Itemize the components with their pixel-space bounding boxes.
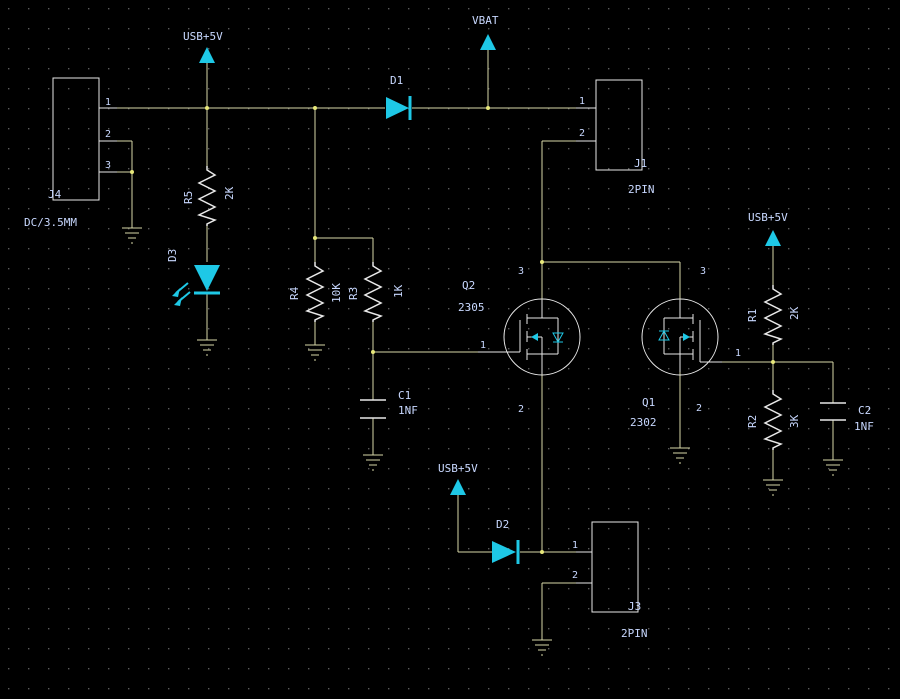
resistor-r4[interactable]: R4 10K	[288, 262, 343, 322]
value-label: 3K	[788, 414, 801, 428]
connector-body	[595, 79, 643, 171]
ground-icon	[823, 459, 843, 476]
wires	[117, 50, 834, 640]
ref-label: R3	[347, 287, 360, 300]
resistor-icon	[763, 285, 783, 345]
value-label: 2302	[630, 416, 657, 429]
power-port-usb-right: USB+5V	[748, 211, 788, 246]
pin-number: 1	[105, 97, 111, 108]
capacitor-c2[interactable]: C2 1NF	[820, 402, 874, 433]
ground-icon	[532, 639, 552, 656]
ground-icon	[363, 454, 383, 471]
connector-j1[interactable]: 1 2 J1 2PIN	[576, 79, 655, 196]
pin-number: 1	[579, 96, 585, 107]
ref-label: Q1	[642, 396, 655, 409]
value-label: 2PIN	[621, 627, 648, 640]
pin-number: 1	[480, 340, 486, 351]
ground-symbols	[122, 227, 843, 656]
ref-label: D1	[390, 74, 403, 87]
pin-number: 1	[572, 540, 578, 551]
value-label: 1NF	[854, 420, 874, 433]
resistor-icon	[763, 390, 783, 450]
ref-label: R1	[746, 309, 759, 322]
ref-label: J3	[628, 600, 641, 613]
value-label: 2K	[788, 306, 801, 320]
ref-label: R4	[288, 286, 301, 300]
ref-label: R2	[746, 415, 759, 428]
junctions	[130, 106, 775, 554]
connector-body	[52, 77, 100, 201]
connector-j3[interactable]: 1 2 J3 2PIN	[572, 521, 648, 640]
pin-number: 3	[105, 160, 111, 171]
resistor-icon	[197, 166, 217, 226]
diode-d1[interactable]: D1	[386, 74, 412, 120]
ground-icon	[670, 447, 690, 464]
connector-body	[591, 521, 639, 613]
resistor-icon	[363, 262, 383, 322]
ref-label: J1	[634, 157, 647, 170]
ref-label: R5	[182, 191, 195, 204]
ref-label: J4	[48, 188, 62, 201]
ref-label: C1	[398, 389, 411, 402]
pin-number: 2	[518, 404, 524, 415]
diode-d2[interactable]: D2	[492, 518, 520, 564]
ground-icon	[763, 479, 783, 496]
ref-label: D2	[496, 518, 509, 531]
power-port-usb-top: USB+5V	[183, 30, 223, 63]
mosfet-icon	[641, 298, 722, 376]
resistor-r2[interactable]: R2 3K	[746, 390, 801, 450]
connector-j4[interactable]: 1 2 3 J4 DC/3.5MM	[24, 77, 117, 229]
resistor-r1[interactable]: R1 2K	[746, 285, 801, 345]
ground-icon	[305, 344, 325, 361]
capacitor-icon	[360, 399, 386, 419]
power-arrow-icon	[480, 34, 496, 50]
ground-icon	[122, 227, 142, 244]
ref-label: D3	[166, 249, 179, 262]
value-label: 1K	[392, 284, 405, 298]
power-arrow-icon	[765, 230, 781, 246]
diode-icon	[386, 97, 409, 119]
usb-bottom-label: USB+5V	[438, 462, 478, 475]
ref-label: Q2	[462, 279, 475, 292]
capacitor-c1[interactable]: C1 1NF	[360, 389, 418, 419]
pin-number: 2	[696, 403, 702, 414]
mosfet-q2[interactable]: 3 1 2 Q2 2305	[458, 266, 581, 415]
value-label: 2305	[458, 301, 485, 314]
capacitor-icon	[820, 402, 846, 421]
resistor-r5[interactable]: R5 2K	[182, 166, 236, 226]
pin-number: 3	[700, 266, 706, 277]
value-label: 2PIN	[628, 183, 655, 196]
usb-top-label: USB+5V	[183, 30, 223, 43]
power-port-usb-bottom: USB+5V	[438, 462, 478, 495]
power-arrow-icon	[450, 479, 466, 495]
led-icon	[194, 265, 220, 291]
power-port-vbat: VBAT	[472, 14, 499, 50]
mosfet-icon	[478, 298, 581, 376]
ref-label: C2	[858, 404, 871, 417]
value-label: 1NF	[398, 404, 418, 417]
value-label: DC/3.5MM	[24, 216, 77, 229]
pin-number: 2	[105, 129, 111, 140]
diode-icon	[492, 541, 516, 563]
resistor-icon	[305, 262, 325, 322]
vbat-label: VBAT	[472, 14, 499, 27]
usb-right-label: USB+5V	[748, 211, 788, 224]
ground-icon	[197, 339, 217, 356]
value-label: 2K	[223, 186, 236, 200]
pin-number: 2	[572, 570, 578, 581]
pin-number: 1	[735, 348, 741, 359]
led-d3[interactable]: D3	[166, 249, 220, 306]
resistor-r3[interactable]: R3 1K	[347, 262, 405, 322]
pin-number: 2	[579, 128, 585, 139]
power-arrow-icon	[199, 47, 215, 63]
value-label: 10K	[330, 283, 343, 303]
pin-number: 3	[518, 266, 524, 277]
mosfet-q1[interactable]: 3 1 2 Q1 2302	[630, 266, 741, 429]
